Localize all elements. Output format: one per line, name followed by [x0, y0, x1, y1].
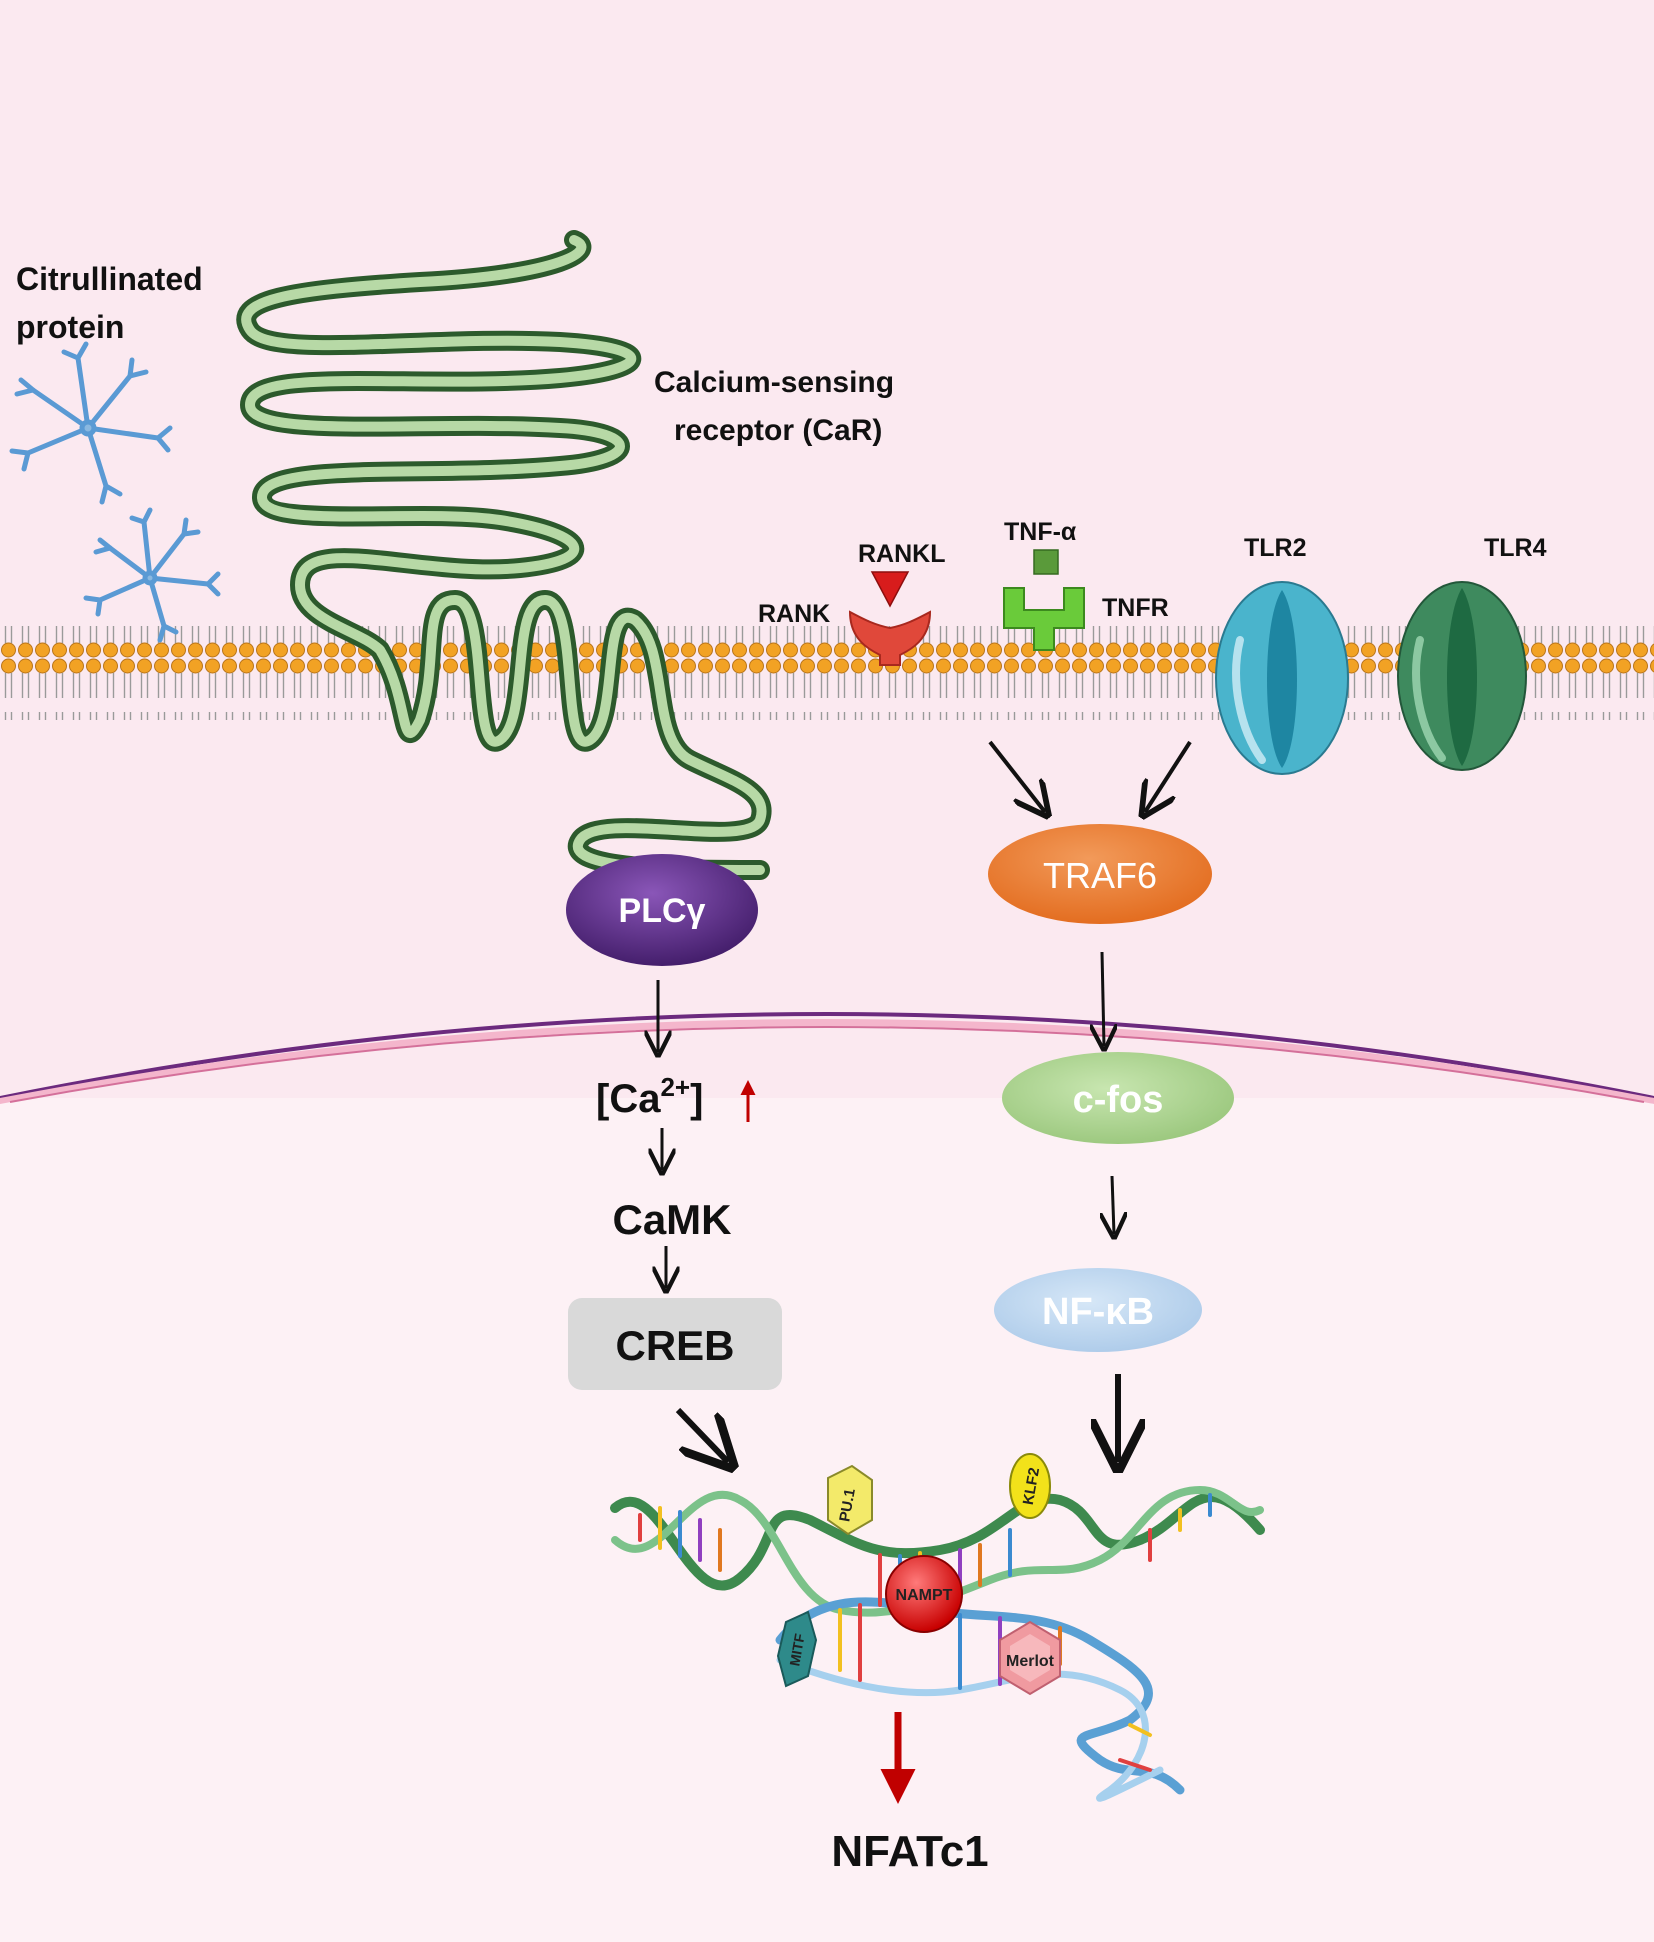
nfkb-node: [994, 1268, 1202, 1352]
creb-label: CREB: [615, 1322, 734, 1369]
rank-label: RANK: [758, 600, 830, 628]
nampt-factor: [885, 1555, 963, 1633]
merlot-factor: [999, 1620, 1061, 1696]
pu1-label: PU.1: [836, 1487, 859, 1523]
pu1-factor: [827, 1464, 873, 1536]
tnf-alpha-ligand: [1033, 549, 1059, 575]
camk-label: CaMK: [612, 1196, 731, 1243]
arrow-tnfr-to-traf6: [988, 740, 1045, 812]
tlr4-receptor: [1397, 581, 1527, 771]
calcium-sensing-receptor: [236, 230, 772, 880]
traf6-node: [988, 824, 1212, 924]
nfatc1-label: NFATc1: [831, 1827, 988, 1876]
cfos-node: [1002, 1052, 1234, 1144]
car-label-2: receptor (CaR): [674, 414, 882, 447]
arrow-tlr-to-traf6: [1145, 740, 1192, 812]
nuclear-membrane: [0, 1012, 1654, 1104]
cfos-label: c-fos: [1073, 1079, 1164, 1121]
rankl-label: RANKL: [858, 540, 946, 568]
citrullinated-protein-label-2: protein: [16, 309, 124, 345]
tnfr-label: TNFR: [1102, 594, 1169, 622]
plcg-label: PLCγ: [619, 892, 706, 930]
tnf-alpha-label: TNF-α: [1004, 518, 1077, 546]
car-label-1: Calcium-sensing: [654, 366, 894, 399]
tlr4-label: TLR4: [1484, 534, 1547, 562]
klf2-factor: [1009, 1453, 1051, 1519]
citrullinated-protein-label-1: Citrullinated: [16, 261, 203, 297]
rank-receptor: [848, 610, 932, 666]
mitf-label: MITF: [786, 1632, 808, 1667]
arrow-traf6-to-cfos: [1102, 951, 1104, 1046]
tlr2-label: TLR2: [1244, 534, 1307, 562]
cell-membrane-bilayer: [0, 626, 1654, 720]
creb-node: [568, 1298, 782, 1390]
merlot-label: Merlot: [1006, 1653, 1055, 1670]
plcg-node: [566, 854, 758, 966]
ca-label: [Ca2+]: [596, 1072, 703, 1121]
tlr2-receptor: [1215, 581, 1349, 775]
rankl-ligand: [870, 571, 910, 608]
arrow-cfos-to-nfkb: [1112, 1175, 1114, 1234]
citrullinated-protein-icon: [9, 341, 221, 643]
tnfr-receptor: [1003, 587, 1085, 651]
mitf-factor: [776, 1610, 818, 1688]
traf6-label: TRAF6: [1043, 855, 1157, 896]
nampt-label: NAMPT: [896, 1587, 953, 1604]
klf2-label: KLF2: [1020, 1466, 1043, 1506]
nfkb-label: NF-κB: [1042, 1291, 1154, 1333]
arrow-creb-to-dna: [675, 1407, 728, 1462]
